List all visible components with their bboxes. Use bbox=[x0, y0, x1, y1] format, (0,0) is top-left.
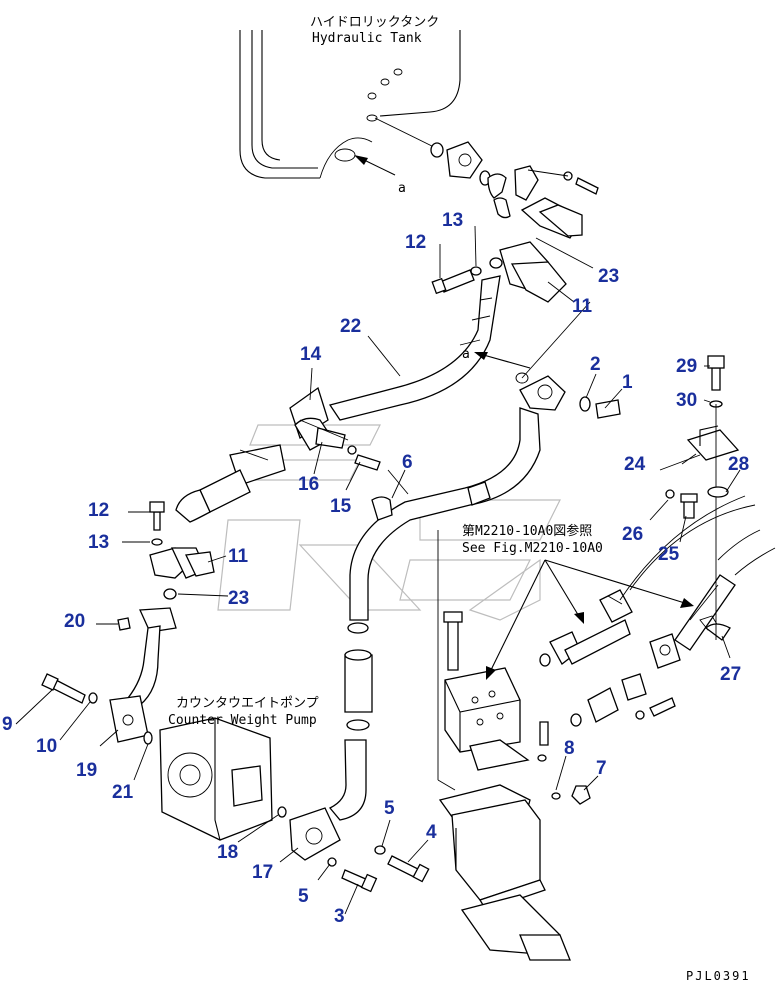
callout-26: 26 bbox=[622, 524, 643, 545]
callout-25: 25 bbox=[658, 544, 680, 565]
callout-4: 4 bbox=[426, 822, 437, 843]
callout-7: 7 bbox=[596, 758, 607, 779]
right-hardware bbox=[659, 355, 740, 640]
hose-22 bbox=[328, 241, 567, 421]
callout-15: 15 bbox=[330, 496, 352, 517]
callout-13-upper: 13 bbox=[442, 210, 463, 231]
left-clamp-group bbox=[149, 501, 215, 579]
callout-18: 18 bbox=[217, 842, 238, 863]
callout-24: 24 bbox=[624, 454, 646, 475]
callout-5-upper: 5 bbox=[384, 798, 395, 819]
callout-6: 6 bbox=[402, 452, 413, 473]
pump-label-en: Counter Weight Pump bbox=[168, 713, 317, 728]
bolt-12-upper bbox=[431, 257, 503, 295]
callout-17: 17 bbox=[252, 862, 273, 883]
leader-lines bbox=[15, 225, 741, 915]
flange-bolts bbox=[327, 845, 430, 893]
callout-23-lower: 23 bbox=[228, 588, 249, 609]
right-hoses bbox=[619, 495, 776, 641]
callout-11-lower: 11 bbox=[228, 546, 249, 567]
callout-9: 9 bbox=[2, 714, 13, 735]
callout-3: 3 bbox=[334, 906, 345, 927]
callouts: 1 2 3 4 5 5 6 7 8 9 10 11 11 12 12 13 13… bbox=[2, 210, 749, 927]
callout-5-lower: 5 bbox=[298, 886, 309, 907]
left-hose-group bbox=[175, 386, 381, 523]
pump-pipe-19 bbox=[41, 607, 177, 745]
lower-hose-group bbox=[289, 622, 373, 861]
oring-23-lower bbox=[163, 588, 177, 600]
mid-flange-group bbox=[515, 372, 621, 419]
pump-label-jp: カウンタウエイトポンプ bbox=[176, 696, 319, 711]
counter-weight-pump bbox=[159, 717, 287, 841]
reference-arrows bbox=[486, 559, 694, 680]
callout-19: 19 bbox=[76, 760, 97, 781]
callout-30: 30 bbox=[676, 390, 697, 411]
ref-label-jp: 第M2210-10A0図参照 bbox=[462, 523, 592, 539]
tank-label-jp: ハイドロリックタンク bbox=[310, 15, 439, 30]
valve-block bbox=[437, 530, 530, 791]
callout-20: 20 bbox=[64, 611, 85, 632]
ref-label-en: See Fig.M2210-10A0 bbox=[462, 541, 603, 556]
view-label-a-top: a bbox=[398, 181, 406, 196]
drawing-code: PJL0391 bbox=[686, 969, 751, 983]
mount-bracket bbox=[438, 721, 591, 961]
view-arrow-a-mid bbox=[474, 352, 531, 369]
callout-13-left: 13 bbox=[88, 532, 109, 553]
callout-12-upper: 12 bbox=[405, 232, 426, 253]
callout-22: 22 bbox=[340, 316, 361, 337]
view-arrow-a-top bbox=[354, 117, 441, 176]
top-flange-group bbox=[430, 141, 599, 239]
callout-29: 29 bbox=[676, 356, 697, 377]
right-flange-set bbox=[539, 574, 736, 727]
callout-16: 16 bbox=[298, 474, 319, 495]
tank-label-en: Hydraulic Tank bbox=[312, 31, 422, 46]
suction-tube-6 bbox=[349, 407, 541, 621]
hydraulic-tank bbox=[239, 30, 461, 179]
callout-11-upper: 11 bbox=[572, 296, 593, 317]
callout-27: 27 bbox=[720, 664, 741, 685]
watermark-logo bbox=[217, 424, 561, 621]
callout-1: 1 bbox=[622, 372, 633, 393]
callout-23-upper: 23 bbox=[598, 266, 619, 287]
callout-8: 8 bbox=[564, 738, 575, 759]
callout-10: 10 bbox=[36, 736, 57, 757]
callout-28: 28 bbox=[728, 454, 749, 475]
callout-14: 14 bbox=[300, 344, 322, 365]
callout-21: 21 bbox=[112, 782, 134, 803]
view-label-a-mid: a bbox=[462, 347, 470, 362]
callout-2: 2 bbox=[590, 354, 601, 375]
callout-12-left: 12 bbox=[88, 500, 109, 521]
